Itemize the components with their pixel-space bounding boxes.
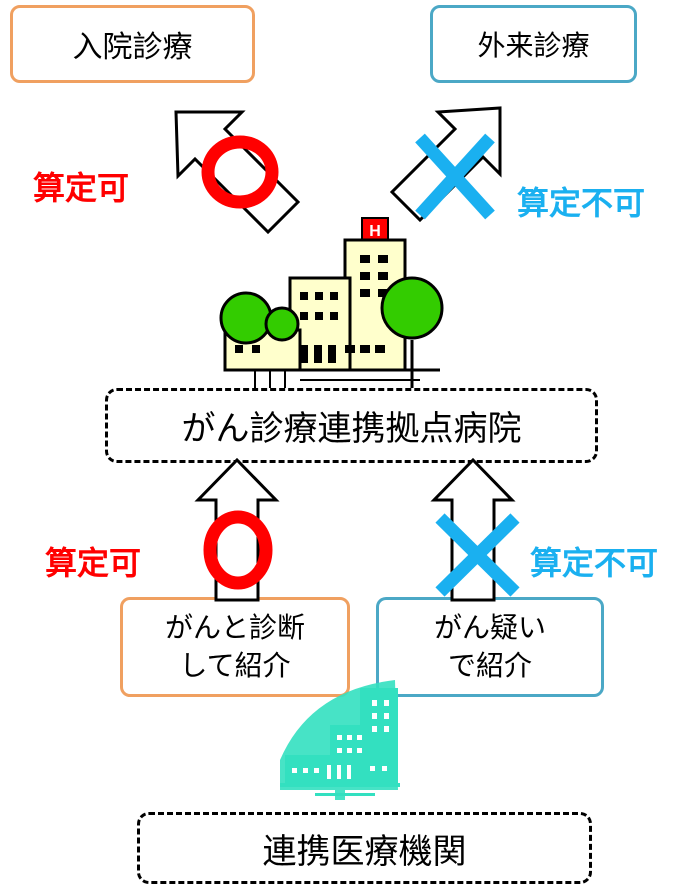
partner-institution-box: 連携医療機関 (137, 812, 592, 884)
referral-suspected-line1: がん疑い (433, 611, 546, 645)
hub-hospital-label: がん診療連携拠点病院 (181, 409, 522, 449)
not-billable-label-bottom: 算定不可 (530, 544, 659, 582)
referral-suspected-line2: で紹介 (447, 649, 532, 682)
not-billable-label-top: 算定不可 (517, 184, 646, 222)
circle-ok-icon (201, 135, 279, 209)
inpatient-label: 入院診療 (72, 30, 193, 65)
billable-label-top: 算定可 (33, 169, 130, 207)
partner-hospital-icon (280, 680, 400, 800)
arrow-up-left-icon (174, 110, 301, 235)
cross-ng-icon (415, 133, 495, 220)
cross-ng-icon-bottom (435, 513, 520, 597)
partner-institution-label: 連携医療機関 (262, 831, 467, 872)
referral-suspected-box: がん疑い で紹介 (376, 597, 604, 697)
svg-text:H: H (369, 223, 381, 240)
hospital-with-trees-icon: H (219, 217, 444, 388)
referral-diagnosed-box: がんと診断 して紹介 (120, 597, 350, 697)
billable-label-bottom: 算定可 (45, 544, 142, 582)
circle-ok-icon-bottom (203, 510, 273, 590)
outpatient-box: 外来診療 (430, 5, 637, 83)
outpatient-label: 外来診療 (477, 29, 590, 62)
referral-diagnosed-line1: がんと診断 (164, 611, 305, 645)
hub-hospital-box: がん診療連携拠点病院 (105, 388, 598, 463)
inpatient-box: 入院診療 (10, 5, 255, 83)
referral-diagnosed-line2: して紹介 (179, 649, 291, 682)
